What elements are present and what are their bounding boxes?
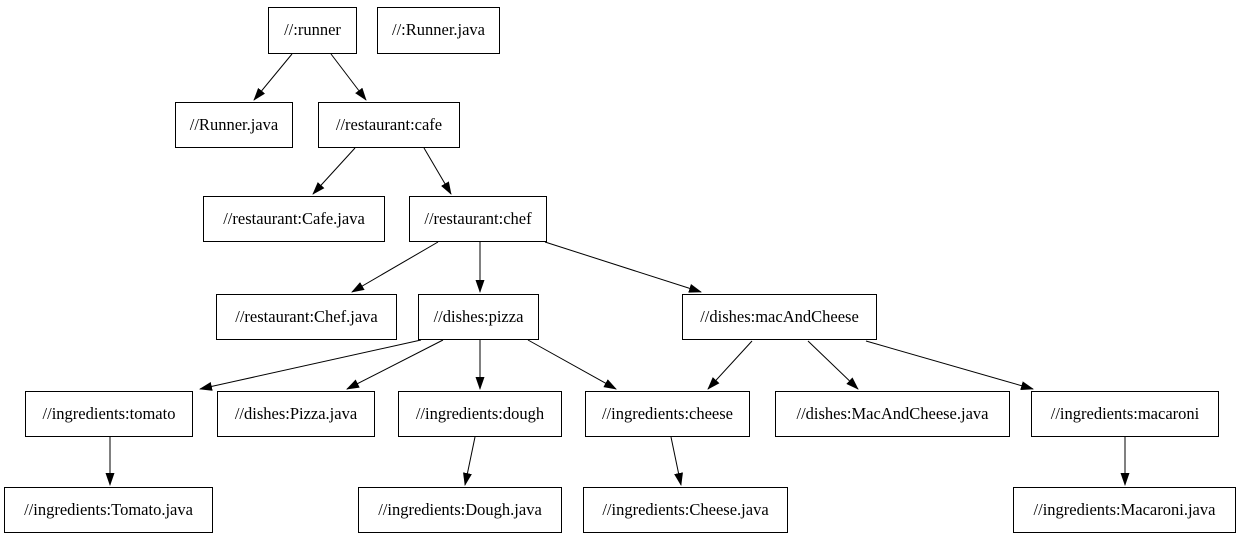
node-cafe-java: //restaurant:Cafe.java bbox=[203, 196, 385, 242]
edge-pizza-to-cheese bbox=[527, 339, 617, 390]
edge-cheese-to-cheese-java bbox=[670, 436, 683, 486]
node-macaroni-java: //ingredients:Macaroni.java bbox=[1013, 487, 1236, 533]
node-tomato: //ingredients:tomato bbox=[25, 391, 193, 437]
node-cafe: //restaurant:cafe bbox=[318, 102, 460, 148]
node-runner-java: //Runner.java bbox=[175, 102, 293, 148]
node-pizza-java: //dishes:Pizza.java bbox=[217, 391, 375, 437]
node-tomato-java: //ingredients:Tomato.java bbox=[4, 487, 213, 533]
edge-runner-to-cafe bbox=[330, 53, 367, 101]
edge-chef-to-chef-java bbox=[351, 241, 439, 293]
node-mac-and-cheese-java: //dishes:MacAndCheese.java bbox=[775, 391, 1010, 437]
node-dough-java: //ingredients:Dough.java bbox=[358, 487, 562, 533]
node-dough: //ingredients:dough bbox=[398, 391, 562, 437]
edge-mac-and-cheese-to-mac-and-cheese-java bbox=[807, 340, 859, 390]
edge-pizza-to-tomato bbox=[199, 339, 422, 391]
edge-chef-to-mac-and-cheese bbox=[544, 241, 702, 293]
edge-mac-and-cheese-to-cheese bbox=[707, 340, 753, 390]
node-cheese-java: //ingredients:Cheese.java bbox=[583, 487, 788, 533]
node-macaroni: //ingredients:macaroni bbox=[1031, 391, 1219, 437]
node-runner-java-src: //:Runner.java bbox=[377, 7, 500, 54]
node-cheese: //ingredients:cheese bbox=[585, 391, 750, 437]
edge-dough-to-dough-java bbox=[463, 436, 476, 486]
edge-mac-and-cheese-to-macaroni bbox=[865, 340, 1034, 391]
edge-cafe-to-chef bbox=[423, 147, 452, 195]
node-runner: //:runner bbox=[268, 7, 357, 54]
edge-cafe-to-cafe-java bbox=[312, 147, 356, 195]
node-mac-and-cheese: //dishes:macAndCheese bbox=[682, 294, 877, 340]
edge-pizza-to-pizza-java bbox=[346, 339, 444, 390]
node-chef: //restaurant:chef bbox=[409, 196, 547, 242]
node-pizza: //dishes:pizza bbox=[418, 294, 539, 340]
node-chef-java: //restaurant:Chef.java bbox=[216, 294, 397, 340]
edge-runner-to-runner-java bbox=[253, 53, 293, 101]
